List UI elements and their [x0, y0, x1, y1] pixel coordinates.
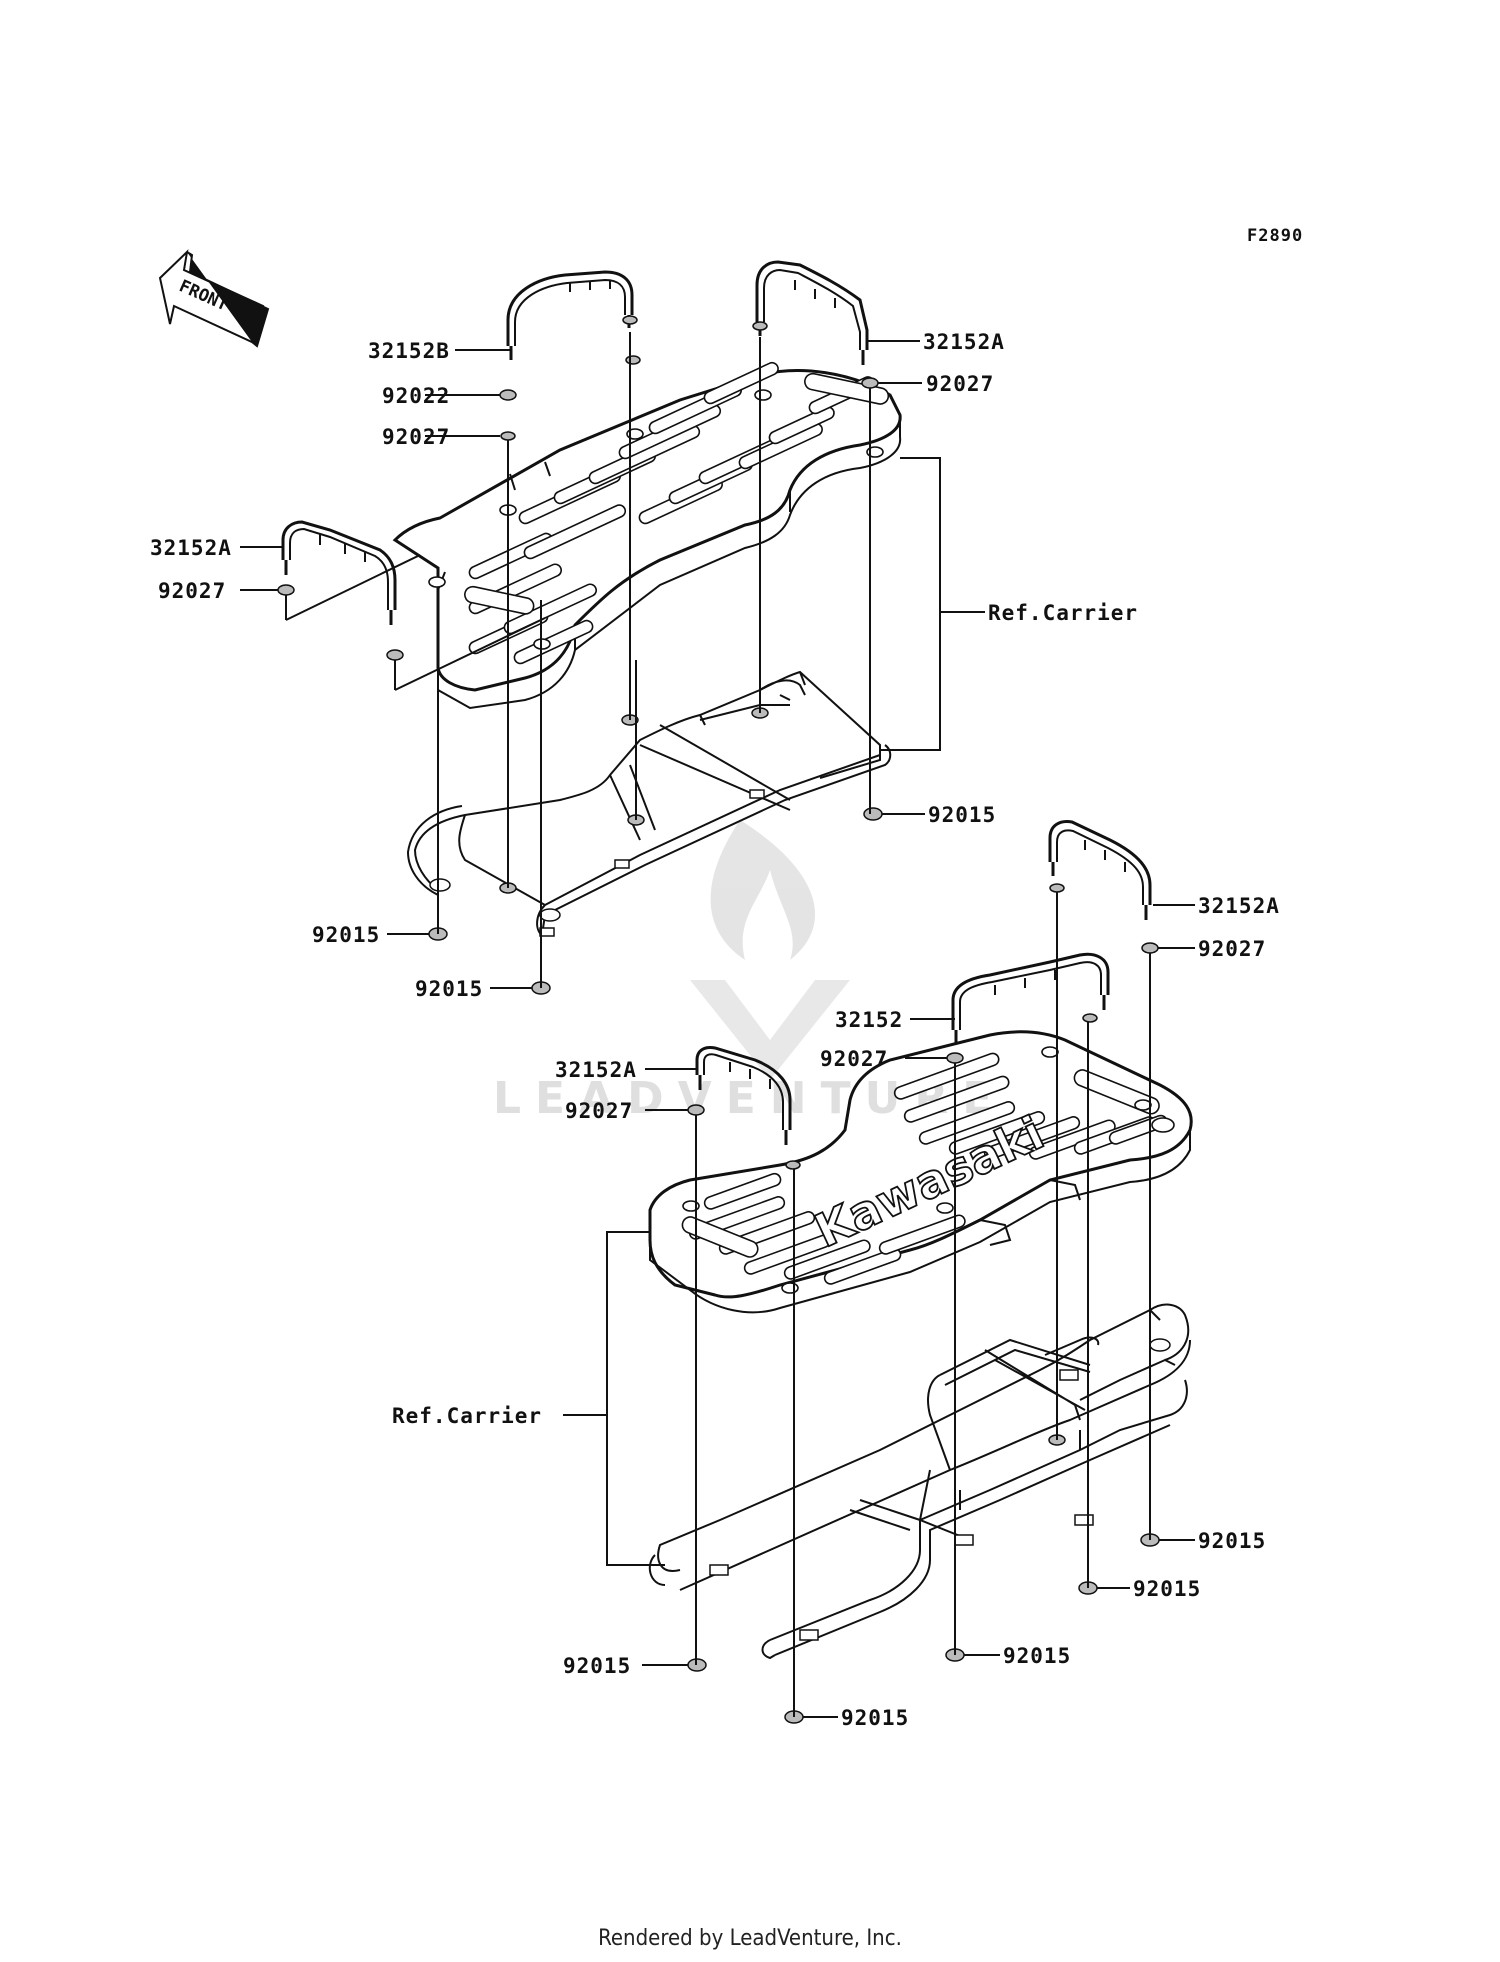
callout-92015-bottom-c: 92015 — [1003, 1644, 1071, 1668]
ref-carrier-label-top: Ref.Carrier — [988, 601, 1138, 625]
washer-92027-d — [1141, 942, 1159, 954]
top-carrier-frame — [406, 670, 892, 937]
top-carrier-plate — [392, 361, 902, 710]
grab-bar-32152A-bottom-right — [1048, 820, 1152, 920]
ref-carrier-label-bottom: Ref.Carrier — [392, 1404, 542, 1428]
callout-92027-top-left: 92027 — [382, 425, 450, 449]
front-arrow-icon: FRONT — [158, 249, 270, 348]
callout-32152A-bottom-right: 32152A — [1198, 894, 1280, 918]
washer-left-b — [386, 649, 404, 661]
grab-bar-32152B — [506, 270, 634, 360]
footer-credit: Rendered by LeadVenture, Inc. — [598, 1926, 902, 1951]
bottom-carrier-frame — [648, 1303, 1191, 1660]
figure-code: F2890 — [1247, 226, 1303, 246]
callout-92022: 92022 — [382, 384, 450, 408]
callout-92015-left-a: 92015 — [312, 923, 380, 947]
washer-92022 — [499, 389, 517, 401]
callout-92027-bottom-left: 92027 — [565, 1099, 633, 1123]
callout-32152A-top-right: 32152A — [923, 330, 1005, 354]
washer-bottom-right-b — [1082, 1013, 1098, 1023]
grab-bar-32152A-top-right — [755, 260, 869, 365]
bottom-carrier-plate: Kawasaki — [648, 1030, 1193, 1314]
grab-bar-32152-bottom — [951, 952, 1110, 1044]
callout-32152B: 32152B — [368, 339, 450, 363]
washer-top-mid-c — [752, 321, 768, 331]
bottom-alignment-lines — [695, 892, 1151, 1717]
top-carrier-assembly — [277, 260, 985, 995]
callout-32152-bottom: 32152 — [835, 1008, 903, 1032]
washer-bottom-left-b — [785, 1160, 801, 1170]
callout-92015-top-right: 92015 — [928, 803, 996, 827]
washer-92027-f — [687, 1104, 705, 1116]
callout-92015-bottom-b: 92015 — [1133, 1577, 1201, 1601]
bottom-plate-holes — [682, 1046, 1175, 1294]
washer-92027-a — [500, 431, 516, 441]
washer-bottom-right-a — [1049, 883, 1065, 893]
callout-92027-bottom-right: 92027 — [1198, 937, 1266, 961]
callout-92015-bottom-d: 92015 — [563, 1654, 631, 1678]
callout-92015-left-b: 92015 — [415, 977, 483, 1001]
callout-92015-bottom-a: 92015 — [1198, 1529, 1266, 1553]
washer-top-mid-b — [625, 355, 641, 365]
washer-top-mid-a — [622, 315, 638, 325]
ref-carrier-bracket-bottom — [563, 1231, 665, 1566]
top-alignment-lines — [285, 332, 871, 988]
nut-92015-top-right — [863, 807, 883, 821]
top-plate-slots — [464, 361, 890, 665]
callout-labels: 32152B 92022 92027 32152A 92027 32152A 9… — [150, 330, 1280, 1730]
ref-carrier-bracket-top — [880, 457, 985, 751]
callout-92027-left: 92027 — [158, 579, 226, 603]
washer-92027-e — [946, 1052, 964, 1064]
grab-bar-32152A-bottom-left — [695, 1046, 792, 1145]
callout-leaders — [240, 340, 1195, 1718]
washer-92027-b — [861, 377, 879, 389]
callout-92015-bottom-e: 92015 — [841, 1706, 909, 1730]
bottom-plate-slots — [681, 1052, 1168, 1285]
callout-32152A-bottom-left: 32152A — [555, 1058, 637, 1082]
callout-92027-bottom-mid: 92027 — [820, 1047, 888, 1071]
callout-32152A-left: 32152A — [150, 536, 232, 560]
callout-92027-top-right: 92027 — [926, 372, 994, 396]
grab-bar-32152A-left — [281, 520, 397, 625]
washer-92027-c — [277, 584, 295, 596]
bottom-carrier-assembly: Kawasaki — [563, 820, 1193, 1724]
